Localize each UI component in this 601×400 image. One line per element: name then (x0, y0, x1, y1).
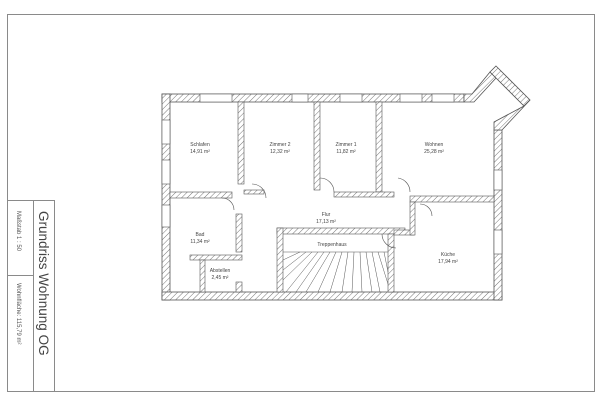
room-area: 12,32 m² (270, 149, 290, 155)
room-area: 17,94 m² (438, 259, 458, 265)
living-area: Wohnfläche: 115,79 m² (15, 283, 21, 345)
room-label: Flur (322, 212, 331, 218)
room-area: 11,34 m² (190, 239, 210, 245)
room-label: Küche (441, 252, 455, 258)
room-area: 14,91 m² (190, 149, 210, 155)
drawing-frame (7, 14, 595, 392)
room-label: Schlafen (190, 142, 210, 148)
stairs (282, 251, 389, 293)
room-label: Abstellen (210, 268, 231, 274)
room-label: Zimmer 2 (269, 142, 290, 148)
room-label: Bad (196, 232, 205, 238)
room-area: 25,28 m² (424, 149, 444, 155)
room-labels: Schlafen 14,91 m² Zimmer 2 12,32 m² Zimm… (190, 142, 458, 281)
title-block-divider (7, 275, 33, 276)
windows (161, 93, 503, 255)
room-label: Wohnen (425, 142, 444, 148)
exterior-walls (161, 65, 531, 301)
door-swings (221, 177, 433, 249)
title-block: Grundriss Wohnung OG Maßstab 1 : 50 Wohn… (7, 200, 55, 392)
room-area: 17,13 m² (316, 219, 336, 225)
room-label: Treppenhaus (317, 242, 347, 248)
drawing-scale: Maßstab 1 : 50 (15, 211, 21, 252)
room-area: 2,45 m² (212, 275, 229, 281)
room-label: Zimmer 1 (335, 142, 356, 148)
interior-walls (169, 101, 495, 293)
drawing-title: Grundriss Wohnung OG (36, 211, 51, 356)
title-block-divider (33, 201, 34, 392)
room-area: 11,82 m² (336, 149, 356, 155)
